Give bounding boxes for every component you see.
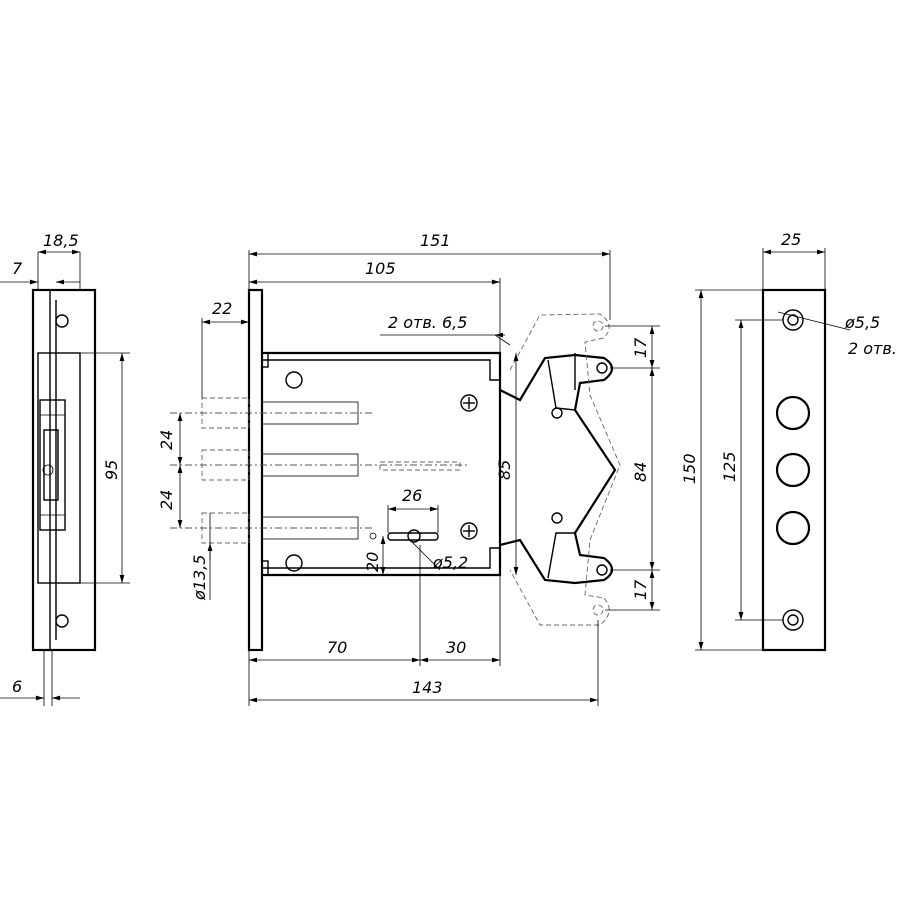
front-hinge-bracket [499,353,617,585]
front-dim-bolt-diameter: ø13,5 [190,555,209,601]
front-dim-body-height: 85 [495,460,514,480]
front-tab [261,352,269,368]
front-screw-top [460,394,478,412]
front-dim-keyhole-diameter: ø5,2 [432,553,468,572]
front-hole-bottom [285,554,303,572]
side-mechanism [39,399,66,531]
front-hole-top [285,371,303,389]
front-dim-body: 105 [365,259,396,278]
side-hole-bottom [55,614,69,628]
side-plate-outline [31,288,97,652]
front-dim-length: 143 [412,678,443,697]
front-hinge-arm-bottom [547,532,575,579]
front-lock-body [262,351,502,577]
side-mechanism-pin [42,464,54,476]
leader-line [409,539,441,571]
front-screw-bottom [460,522,478,540]
front-dim-bolt-projection: 22 [212,299,232,318]
front-bracket-hole-top [596,362,608,374]
front-dim-bolt-spacing-2: 24 [157,490,176,510]
faceplate-dim-hole-count: 2 отв. [848,339,897,358]
side-dim-width-total: 18,5 [43,231,79,250]
front-dim-bracket-bottom: 17 [631,579,650,600]
front-dim-bolt-spacing-1: 24 [157,430,176,450]
faceplate-bolt-hole-1 [775,395,811,431]
side-dim-offset-top: 7 [12,259,23,278]
front-dim-keyhole-width: 26 [402,486,422,505]
faceplate-bolt-hole-3 [775,510,811,546]
faceplate-view: 25 ø5,5 2 отв. 125 150 [680,230,897,652]
side-dim-height: 95 [102,460,121,480]
side-body [37,352,81,584]
side-mechanism-inner [43,429,59,501]
front-faceplate [247,288,264,652]
front-pivot-top [551,407,563,419]
front-dim-bracket-span: 84 [631,462,650,482]
faceplate-dim-hole-spacing: 125 [720,451,739,482]
faceplate-dim-hole-diameter: ø5,5 [844,313,880,332]
front-bracket-alt-hole [592,604,604,616]
side-view: 18,5 7 95 6 [0,231,130,706]
front-body-inner-top [262,359,500,381]
leader-line [777,311,851,331]
front-pivot-bottom [551,512,563,524]
faceplate-dim-total-height: 150 [680,453,699,484]
front-keyhole [369,529,439,543]
front-dim-keyhole-height: 20 [363,552,382,572]
front-dim-backset: 70 [327,638,347,657]
front-bolt-bar [379,461,461,471]
front-bracket-hole-bottom [596,564,608,576]
front-dim-overall: 151 [420,231,451,250]
front-hinge-bracket-alt [509,313,621,626]
faceplate-screw-hole-top [782,309,804,331]
front-dim-bracket-top: 17 [631,337,650,358]
front-hinge-arm-top [547,359,576,411]
front-view: 151 105 22 2 отв. 6,5 24 24 ø13,5 85 26 … [157,231,660,706]
front-dim-holes: 2 отв. 6,5 [388,313,467,332]
faceplate-outline [761,288,827,652]
front-body-inner-bottom [262,547,500,569]
faceplate-dim-width: 25 [781,230,801,249]
front-dim-keyhole-offset: 30 [446,638,466,657]
front-tab [261,560,269,576]
faceplate-screw-hole-bottom [782,609,804,631]
front-bracket-alt-hole [592,320,604,332]
faceplate-bolt-hole-2 [775,452,811,488]
side-hole-top [55,314,69,328]
leader-line [494,334,511,346]
side-dim-offset-bottom: 6 [12,677,22,696]
